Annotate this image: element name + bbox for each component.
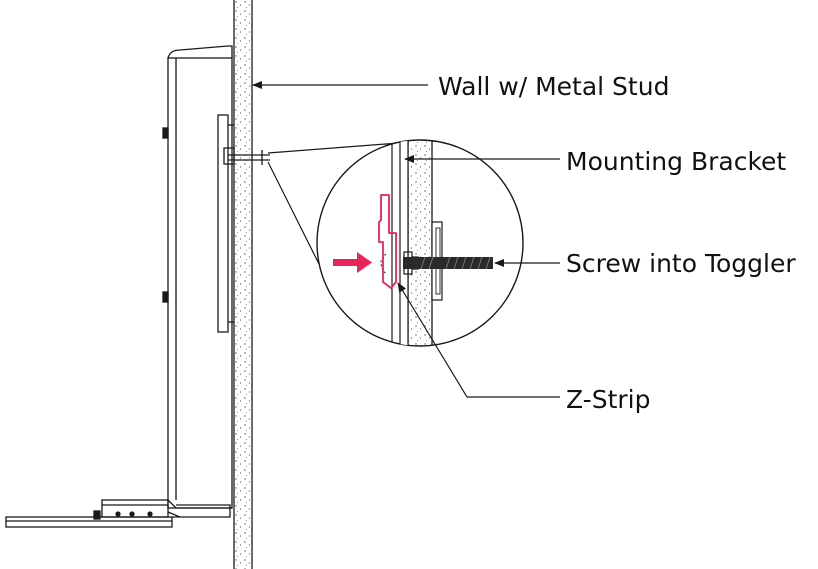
callout-leaders	[252, 81, 560, 398]
base-tray	[5, 499, 231, 528]
z-strip	[378, 194, 397, 289]
wall	[233, 0, 253, 569]
zstrip-leader	[397, 282, 560, 398]
z-strip-label: Z-Strip	[566, 385, 651, 414]
screw-label: Screw into Toggler	[566, 249, 796, 278]
detail-magnifier	[316, 139, 524, 347]
mounting-bracket-label: Mounting Bracket	[566, 147, 787, 176]
unit-body	[162, 45, 270, 509]
wall-label: Wall w/ Metal Stud	[438, 72, 670, 101]
push-direction-arrow	[333, 252, 372, 273]
